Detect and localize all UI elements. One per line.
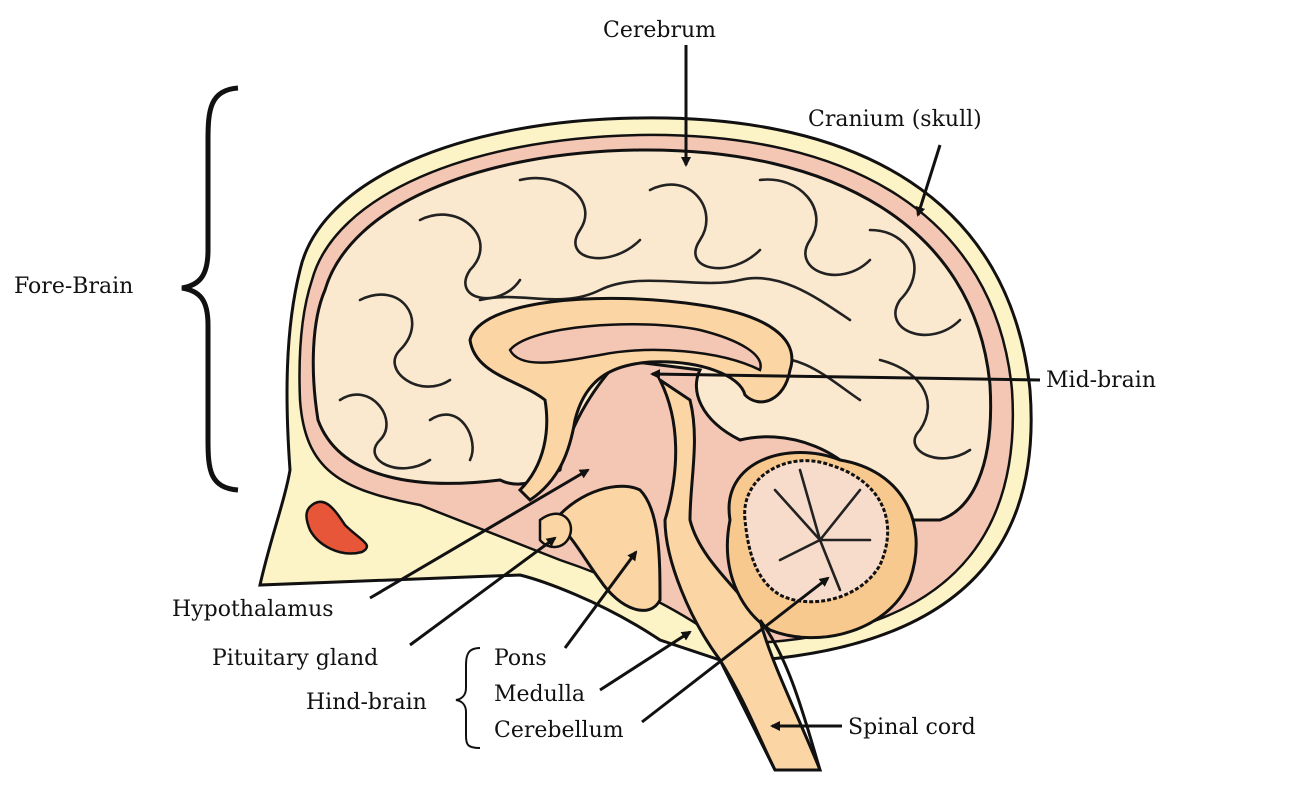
- label-medulla: Medulla: [494, 682, 585, 707]
- label-pituitary-gland: Pituitary gland: [212, 646, 378, 671]
- label-spinal-cord: Spinal cord: [848, 715, 976, 740]
- label-pons: Pons: [494, 646, 547, 671]
- cerebellum-shape: [725, 451, 918, 640]
- brainstem: [552, 375, 823, 772]
- fore-brain-brace: [181, 85, 239, 493]
- label-hind-brain: Hind-brain: [306, 690, 427, 715]
- label-fore-brain: Fore-Brain: [14, 274, 133, 299]
- lateral-ventricle: [508, 323, 762, 372]
- label-mid-brain: Mid-brain: [1046, 368, 1156, 393]
- gyri: [338, 176, 972, 470]
- pointer-arrows: [369, 45, 1041, 731]
- label-cerebellum: Cerebellum: [494, 718, 624, 743]
- label-cranium: Cranium (skull): [808, 107, 982, 132]
- hind-brain-brace: [455, 647, 481, 749]
- eye-orbit: [305, 500, 369, 555]
- pituitary-gland-shape: [538, 512, 573, 549]
- label-cerebrum: Cerebrum: [603, 18, 716, 43]
- label-hypothalamus: Hypothalamus: [172, 597, 334, 622]
